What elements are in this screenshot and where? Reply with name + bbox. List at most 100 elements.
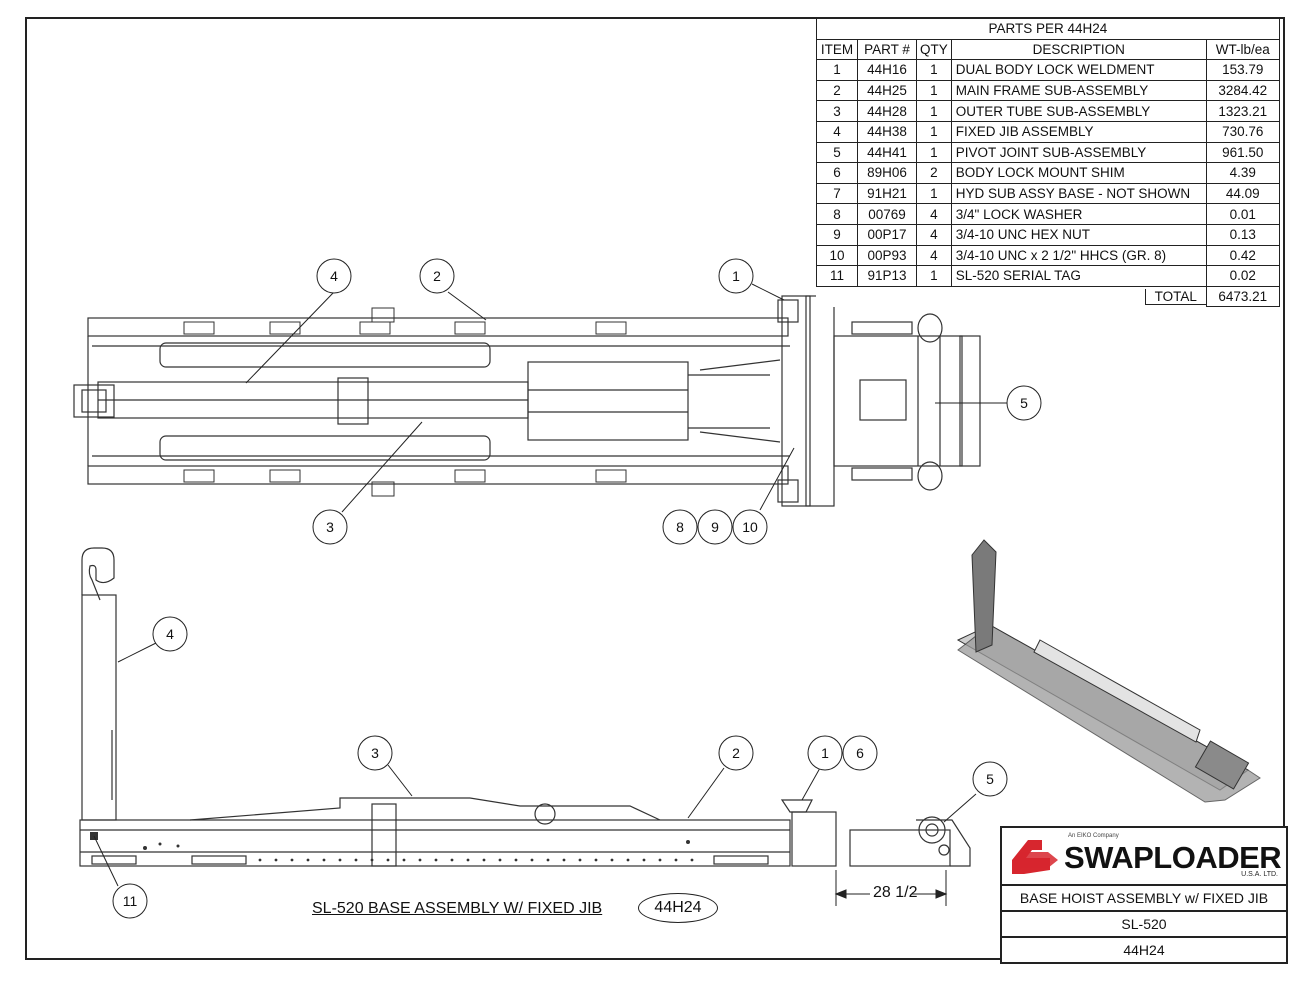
part-number-cell: 91H21 — [857, 182, 917, 205]
dimension-label: 28 1/2 — [873, 884, 918, 901]
description-cell: 3/4-10 UNC x 2 1/2" HHCS (GR. 8) — [950, 244, 1207, 267]
item-cell: 3 — [816, 100, 858, 122]
balloon-top-9 — [697, 509, 733, 545]
side-view-holes — [90, 832, 694, 862]
description-cell: SL-520 SERIAL TAG — [950, 265, 1207, 287]
balloon-label: 2 — [732, 745, 740, 761]
weight-cell: 3284.42 — [1205, 79, 1280, 102]
total-value: 6473.21 — [1205, 285, 1280, 308]
part-number-cell: 44H25 — [857, 79, 917, 102]
balloon-label: 6 — [856, 745, 864, 761]
weight-cell: 961.50 — [1205, 141, 1280, 164]
balloon-label: 2 — [433, 268, 441, 284]
description-cell: OUTER TUBE SUB-ASSEMBLY — [950, 100, 1207, 122]
item-cell: 1 — [816, 59, 858, 81]
brand-suffix: U.S.A. LTD. — [1241, 871, 1278, 878]
description-cell: MAIN FRAME SUB-ASSEMBLY — [950, 79, 1207, 102]
balloon-label: 10 — [742, 519, 758, 535]
qty-cell: 1 — [916, 182, 952, 205]
balloon-label: 5 — [986, 771, 994, 787]
qty-cell: 1 — [916, 79, 952, 102]
item-cell: 11 — [816, 265, 858, 287]
brand-mark-icon — [1012, 840, 1058, 874]
parts-table-total-row: TOTAL 6473.21 — [817, 285, 1280, 308]
brand-name: SWAPLOADER — [1064, 840, 1282, 875]
part-number-cell: 89H06 — [857, 162, 917, 184]
description-cell: PIVOT JOINT SUB-ASSEMBLY — [950, 141, 1207, 164]
balloon-label: 1 — [732, 268, 740, 284]
part-number-cell: 00769 — [857, 203, 917, 225]
weight-cell: 0.02 — [1205, 265, 1280, 287]
parts-table-title: PARTS PER 44H24 — [816, 18, 1280, 40]
item-cell: 9 — [816, 223, 858, 246]
item-cell: 8 — [816, 203, 858, 225]
balloon-side-5 — [972, 761, 1008, 797]
balloon-labels: 4 2 1 5 3 8 9 10 4 3 2 1 6 5 11 — [123, 268, 1028, 909]
qty-cell: 1 — [916, 141, 952, 164]
title-block-part-number: 44H24 — [1123, 942, 1165, 958]
header-cell: WT-lb/ea — [1205, 38, 1280, 61]
qty-cell: 1 — [916, 120, 952, 143]
qty-cell: 1 — [916, 100, 952, 122]
balloon-side-11 — [112, 883, 148, 919]
header-cell: QTY — [916, 38, 952, 61]
balloon-label: 8 — [676, 519, 684, 535]
weight-cell: 44.09 — [1205, 182, 1280, 205]
qty-cell: 4 — [916, 244, 952, 267]
description-cell: BODY LOCK MOUNT SHIM — [950, 162, 1207, 184]
qty-cell: 4 — [916, 223, 952, 246]
leader-lines — [93, 283, 1007, 906]
description-cell: 3/4" LOCK WASHER — [950, 203, 1207, 225]
part-number-cell: 91P13 — [857, 265, 917, 287]
qty-cell: 1 — [916, 265, 952, 287]
item-cell: 5 — [816, 141, 858, 164]
qty-cell: 1 — [916, 59, 952, 81]
total-label: TOTAL — [1144, 288, 1206, 305]
balloons — [112, 258, 1042, 919]
balloon-top-3 — [312, 509, 348, 545]
item-cell: 10 — [816, 244, 858, 267]
part-number-cell: 44H38 — [857, 120, 917, 143]
drawing-title: SL-520 BASE ASSEMBLY W/ FIXED JIB — [312, 900, 603, 917]
header-cell: DESCRIPTION — [950, 38, 1207, 61]
brand-tagline: An EIKO Company — [1068, 833, 1119, 839]
description-cell: HYD SUB ASSY BASE - NOT SHOWN — [950, 182, 1207, 205]
balloon-side-4 — [152, 616, 188, 652]
item-cell: 4 — [816, 120, 858, 143]
item-cell: 6 — [816, 162, 858, 184]
balloon-label: 9 — [711, 519, 719, 535]
brand-logo: An EIKO Company SWAPLOADER U.S.A. LTD. — [1002, 828, 1286, 886]
top-view — [73, 295, 981, 507]
part-number-cell: 44H41 — [857, 141, 917, 164]
weight-cell: 730.76 — [1205, 120, 1280, 143]
part-number-cell: 44H28 — [857, 100, 917, 122]
weight-cell: 0.01 — [1205, 203, 1280, 225]
balloon-label: 5 — [1020, 395, 1028, 411]
part-number-cell: 00P93 — [857, 244, 917, 267]
title-block-model: SL-520 — [1002, 912, 1286, 938]
description-cell: 3/4-10 UNC HEX NUT — [950, 223, 1207, 246]
part-number-cell: 00P17 — [857, 223, 917, 246]
balloon-top-4 — [316, 258, 352, 294]
balloon-label: 3 — [326, 519, 334, 535]
weight-cell: 4.39 — [1205, 162, 1280, 184]
weight-cell: 0.42 — [1205, 244, 1280, 267]
balloon-label: 4 — [330, 268, 338, 284]
part-number-cell: 44H16 — [857, 59, 917, 81]
isometric-view — [956, 539, 1261, 803]
balloon-top-5 — [1006, 385, 1042, 421]
description-cell: DUAL BODY LOCK WELDMENT — [950, 59, 1207, 81]
balloon-top-2 — [419, 258, 455, 294]
item-cell: 7 — [816, 182, 858, 205]
balloon-side-6 — [842, 735, 878, 771]
